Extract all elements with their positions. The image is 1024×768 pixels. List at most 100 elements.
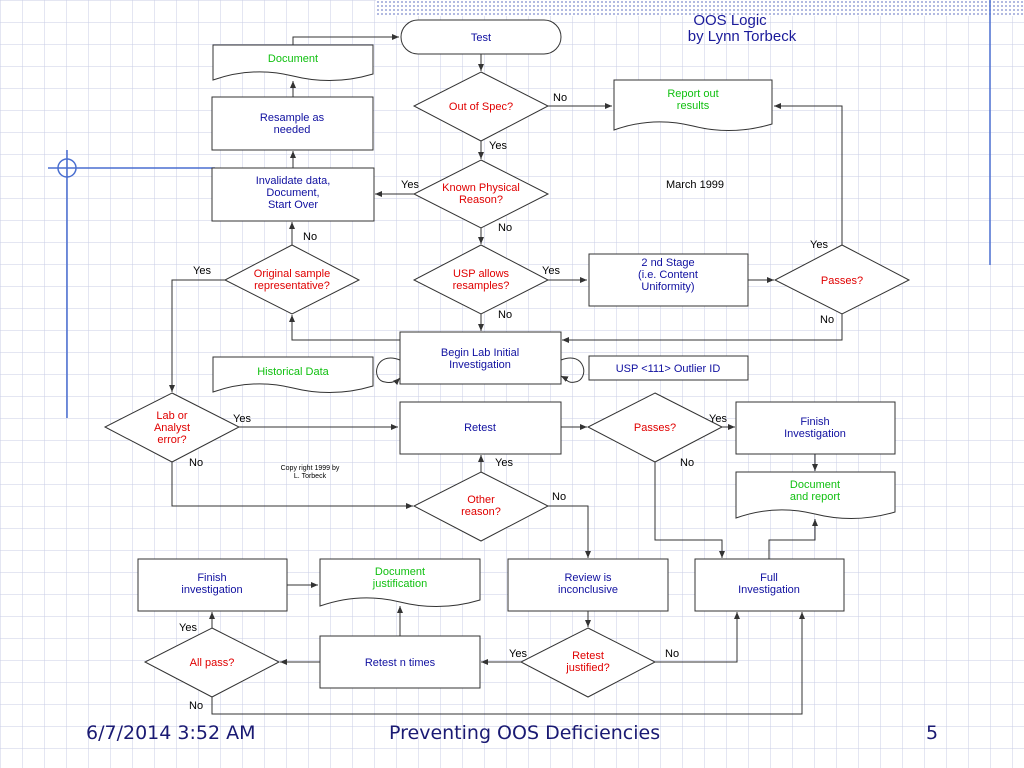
svg-text:reason?: reason? <box>461 506 501 518</box>
svg-text:Document: Document <box>790 479 840 491</box>
node-historical-data: Historical Data <box>212 356 374 393</box>
svg-text:Uniformity): Uniformity) <box>641 281 694 293</box>
node-out-of-spec: Out of Spec? <box>412 71 550 142</box>
node-original-sample-representative: Original sample representative? <box>223 244 361 315</box>
svg-text:Yes: Yes <box>495 457 513 469</box>
node-resample: Resample as needed <box>211 96 374 151</box>
node-retest-n-times: Retest n times <box>319 635 481 689</box>
svg-text:Yes: Yes <box>542 265 560 277</box>
node-test: Test <box>400 19 562 55</box>
svg-text:Review is: Review is <box>564 572 612 584</box>
connectors <box>169 34 843 715</box>
node-passes-top: Passes? <box>773 244 911 315</box>
svg-text:Start Over: Start Over <box>268 199 318 211</box>
node-full-investigation: Full Investigation <box>694 558 845 612</box>
svg-text:Original sample: Original sample <box>254 268 330 280</box>
svg-text:Invalidate data,: Invalidate data, <box>256 175 331 187</box>
svg-text:Retest: Retest <box>572 650 604 662</box>
node-report-out-results: Report out results <box>613 79 773 131</box>
svg-text:resamples?: resamples? <box>453 280 510 292</box>
node-known-physical-reason: Known Physical Reason? <box>412 159 550 229</box>
svg-text:Yes: Yes <box>179 622 197 634</box>
svg-text:Resample as: Resample as <box>260 112 325 124</box>
node-document-justification: Document justification <box>319 558 481 607</box>
node-document-and-report: Document and report <box>735 471 896 519</box>
node-usp-allows-resamples: USP allows resamples? <box>412 244 550 315</box>
svg-text:Yes: Yes <box>709 413 727 425</box>
header-dotted-band <box>376 0 1024 16</box>
node-finish-investigation-left: Finish investigation <box>137 558 288 612</box>
svg-text:Known Physical: Known Physical <box>442 182 520 194</box>
svg-text:No: No <box>189 457 203 469</box>
diagram-title-line2: by Lynn Torbeck <box>688 28 797 45</box>
edge-labels: No Yes Yes No No Yes Yes No Yes No Yes N… <box>179 92 834 712</box>
svg-text:Report out: Report out <box>667 88 718 100</box>
node-review-inconclusive: Review is inconclusive <box>507 558 669 612</box>
svg-text:No: No <box>665 648 679 660</box>
svg-text:Investigation: Investigation <box>449 359 511 371</box>
svg-text:justified?: justified? <box>565 662 609 674</box>
svg-text:No: No <box>303 231 317 243</box>
svg-text:Document: Document <box>268 53 318 65</box>
node-invalidate-data: Invalidate data, Document, Start Over <box>211 167 375 222</box>
svg-text:(i.e. Content: (i.e. Content <box>638 269 698 281</box>
svg-text:Yes: Yes <box>233 413 251 425</box>
svg-text:All pass?: All pass? <box>190 657 235 669</box>
footer-title: Preventing OOS Deficiencies <box>389 722 661 744</box>
svg-text:No: No <box>680 457 694 469</box>
node-lab-analyst-error: Lab or Analyst error? <box>103 392 241 463</box>
svg-text:investigation: investigation <box>181 584 242 596</box>
svg-text:results: results <box>677 100 710 112</box>
svg-text:Yes: Yes <box>193 265 211 277</box>
diagram-title-line1: OOS Logic <box>693 12 767 29</box>
svg-text:Yes: Yes <box>509 648 527 660</box>
svg-text:No: No <box>820 314 834 326</box>
node-usp-outlier-id: USP <111> Outlier ID <box>588 355 749 381</box>
svg-text:No: No <box>498 222 512 234</box>
node-begin-lab-investigation: Begin Lab Initial Investigation <box>399 331 562 385</box>
svg-text:No: No <box>189 700 203 712</box>
node-finish-investigation-right: Finish Investigation <box>735 401 896 455</box>
node-passes-mid: Passes? <box>586 392 724 463</box>
svg-text:needed: needed <box>274 124 311 136</box>
svg-text:Other: Other <box>467 494 495 506</box>
accent-circle <box>57 158 77 178</box>
svg-text:Investigation: Investigation <box>784 428 846 440</box>
svg-text:Reason?: Reason? <box>459 194 503 206</box>
node-retest: Retest <box>399 401 562 455</box>
svg-text:Lab or: Lab or <box>156 410 188 422</box>
svg-text:No: No <box>552 491 566 503</box>
svg-text:Full: Full <box>760 572 778 584</box>
svg-text:No: No <box>498 309 512 321</box>
svg-text:error?: error? <box>157 434 186 446</box>
svg-text:Historical Data: Historical Data <box>257 366 329 378</box>
copyright-line1: Copy right 1999 by <box>281 465 340 472</box>
svg-text:USP <111> Outlier ID: USP <111> Outlier ID <box>616 363 721 375</box>
svg-text:Investigation: Investigation <box>738 584 800 596</box>
diagram-date: March 1999 <box>666 179 724 191</box>
svg-text:Retest: Retest <box>464 422 496 434</box>
footer-datetime: 6/7/2014 3:52 AM <box>86 722 256 744</box>
svg-text:inconclusive: inconclusive <box>558 584 618 596</box>
svg-text:Out of Spec?: Out of Spec? <box>449 101 513 113</box>
svg-text:Document,: Document, <box>266 187 319 199</box>
svg-text:Analyst: Analyst <box>154 422 190 434</box>
copyright-line2: L. Torbeck <box>294 473 327 480</box>
svg-text:Yes: Yes <box>401 179 419 191</box>
svg-text:Begin Lab Initial: Begin Lab Initial <box>441 347 519 359</box>
svg-text:Passes?: Passes? <box>821 275 863 287</box>
svg-text:representative?: representative? <box>254 280 330 292</box>
node-retest-justified: Retest justified? <box>519 627 657 698</box>
footer-page-number: 5 <box>926 722 939 744</box>
svg-text:Test: Test <box>471 32 491 44</box>
node-second-stage: 2 nd Stage (i.e. Content Uniformity) <box>588 253 749 307</box>
svg-text:Finish: Finish <box>197 572 226 584</box>
svg-text:Yes: Yes <box>489 140 507 152</box>
svg-text:Yes: Yes <box>810 239 828 251</box>
svg-text:USP allows: USP allows <box>453 268 510 280</box>
svg-text:Document: Document <box>375 566 425 578</box>
svg-text:and report: and report <box>790 491 840 503</box>
svg-text:No: No <box>553 92 567 104</box>
node-all-pass: All pass? <box>143 627 281 698</box>
